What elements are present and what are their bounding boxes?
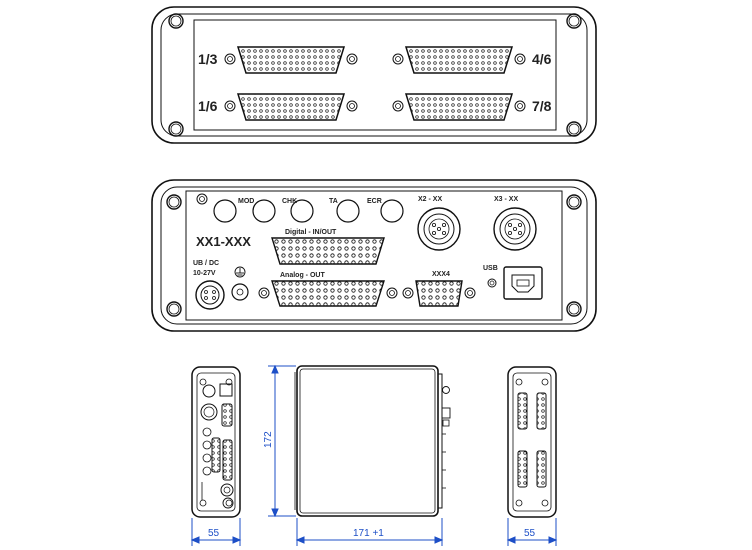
- left-side-view: [191, 366, 241, 518]
- xxx4-connector[interactable]: [402, 280, 476, 307]
- label-ta: TA: [329, 198, 338, 205]
- usb-screw: [487, 278, 497, 288]
- dimension-lines: [190, 364, 558, 546]
- dsub-connector-4-6[interactable]: [392, 46, 526, 74]
- label-x3: X3 - XX: [494, 196, 518, 203]
- rear-screw: [166, 194, 182, 210]
- label-connector-7-8: 7/8: [532, 98, 552, 114]
- label-ecr: ECR: [367, 198, 382, 205]
- dsub-connector-7-8[interactable]: [392, 93, 526, 121]
- analog-out-connector[interactable]: [258, 280, 398, 307]
- label-chk: CHK: [282, 198, 297, 205]
- front-screw: [566, 13, 582, 29]
- rear-screw: [566, 301, 582, 317]
- dim-length: 171 +1: [353, 528, 384, 539]
- label-x2: X2 - XX: [418, 196, 442, 203]
- right-side-view: [507, 366, 557, 518]
- ecr-button[interactable]: [380, 199, 404, 223]
- label-mod: MOD: [238, 198, 254, 205]
- mod-button-2[interactable]: [252, 199, 276, 223]
- label-analog-out: Analog - OUT: [280, 272, 325, 279]
- label-power-2: 10-27V: [193, 270, 216, 277]
- round-connector-x2[interactable]: [417, 207, 461, 251]
- dsub-connector-1-3[interactable]: [224, 46, 358, 74]
- dsub-connector-1-6[interactable]: [224, 93, 358, 121]
- dim-height: 172: [263, 431, 274, 448]
- label-digital-io: Digital - IN/OUT: [285, 229, 337, 236]
- chk-button[interactable]: [290, 199, 314, 223]
- usb-port[interactable]: [503, 266, 543, 300]
- mod-button[interactable]: [213, 199, 237, 223]
- ground-terminal[interactable]: [231, 283, 249, 301]
- ground-icon: [234, 266, 246, 278]
- model-label: XX1-XXX: [196, 234, 251, 249]
- rear-screw: [566, 194, 582, 210]
- round-connector-x3[interactable]: [493, 207, 537, 251]
- ta-button[interactable]: [336, 199, 360, 223]
- digital-io-connector[interactable]: [271, 237, 385, 265]
- top-view: [294, 365, 451, 517]
- rear-panel: [151, 179, 597, 332]
- status-led: [196, 193, 208, 205]
- label-xxx4: XXX4: [432, 271, 450, 278]
- front-screw: [168, 13, 184, 29]
- front-screw: [566, 121, 582, 137]
- dim-left-width: 55: [208, 528, 220, 539]
- front-panel: [151, 6, 597, 144]
- label-usb: USB: [483, 265, 498, 272]
- label-connector-1-3: 1/3: [198, 51, 218, 67]
- label-connector-4-6: 4/6: [532, 51, 552, 67]
- label-power-1: UB / DC: [193, 260, 219, 267]
- label-connector-1-6: 1/6: [198, 98, 218, 114]
- front-screw: [168, 121, 184, 137]
- power-connector[interactable]: [195, 280, 225, 310]
- rear-screw: [166, 301, 182, 317]
- dim-right-width: 55: [524, 528, 536, 539]
